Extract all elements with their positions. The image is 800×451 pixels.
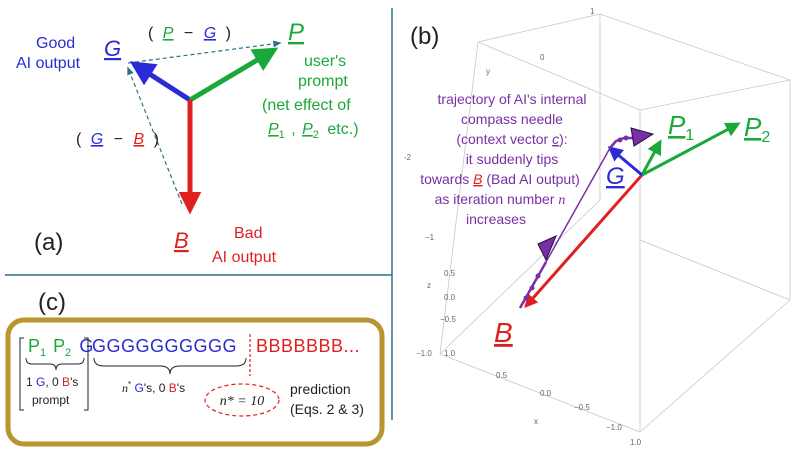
panel-a-label: (a)	[34, 229, 63, 256]
p2-symbol-3d: P2	[744, 112, 770, 146]
panel-b: 1 0 y -2 −1 z 0.5 0.0 −0.5 −1.0 1.0 0.5 …	[404, 7, 791, 447]
prompt-count-text: 1 G, 0 B's	[26, 375, 78, 389]
panel-c: (c) P1 P2 G GGGGGGGGGG BBBBBBB... 1 G, 0…	[5, 289, 385, 447]
g-vector-arrow	[129, 61, 192, 103]
g-minus-b-dashed-arrow	[127, 66, 183, 205]
annotation-line2: compass needle	[461, 111, 563, 127]
annotation-line1: trajectory of AI's internal	[438, 91, 587, 107]
prompt-bracket-right	[84, 337, 89, 411]
tick-neg2: -2	[404, 153, 412, 162]
nstar-value: n* = 10	[220, 394, 264, 409]
z-tick-n05: −0.5	[440, 315, 456, 324]
p1-symbol-3d: P1	[668, 110, 694, 144]
b-vector-3d-arrow	[524, 174, 644, 309]
sequence-frame	[5, 317, 385, 447]
prompt-label-line2: prompt	[298, 73, 348, 90]
plot-box-wireframe	[439, 13, 791, 433]
annotation-line3: (context vector c):	[456, 131, 567, 147]
context-vector-trajectory	[518, 127, 655, 309]
equations-label: (Eqs. 2 & 3)	[290, 401, 364, 417]
annotation-line6: as iteration number n	[435, 191, 566, 208]
x-tick-n05: −0.5	[574, 403, 590, 412]
axis-tick-labels: 1 0 y -2 −1 z 0.5 0.0 −0.5 −1.0 1.0 0.5 …	[404, 7, 642, 447]
p-minus-g-label: ( P − G )	[148, 25, 231, 42]
annotation-line5: towards B (Bad AI output)	[420, 171, 580, 187]
panel-b-label: (b)	[410, 23, 439, 50]
prompt-caption: prompt	[32, 393, 70, 407]
x-tick-n10: −1.0	[606, 423, 622, 432]
p2-vector-3d-arrow	[641, 122, 741, 177]
p1-vector-3d-arrow	[640, 139, 662, 176]
panel-a: Good AI output G ( P − G ) P user's prom…	[16, 19, 359, 266]
annotation-line4: it suddenly tips	[466, 151, 559, 167]
p-symbol: P	[288, 19, 304, 46]
annotation-line7: increases	[466, 211, 526, 227]
g-minus-b-label: ( G − B )	[76, 131, 159, 148]
b-symbol: B	[174, 228, 189, 253]
sequence-good-tokens: GGGGGGGGGG	[92, 336, 237, 356]
tick-top-1: 1	[590, 7, 595, 16]
sequence-bad-tokens: BBBBBBB...	[256, 336, 360, 356]
x-tick-0: 0.0	[540, 389, 552, 398]
tick-top-0: 0	[540, 53, 545, 62]
nstar-ellipse	[204, 383, 280, 417]
x-tick-10: 1.0	[444, 349, 456, 358]
x-tick-05: 0.5	[496, 371, 508, 380]
good-label-line2: AI output	[16, 55, 81, 72]
sequence-prompt-tokens: P1 P2 G	[28, 336, 93, 360]
z-tick-05: 0.5	[444, 269, 456, 278]
trajectory-arrowhead-upper	[630, 127, 655, 147]
trajectory-annotation: trajectory of AI's internal compass need…	[420, 91, 586, 227]
trajectory-arrowhead-lower	[537, 235, 557, 262]
prompt-underbrace	[25, 357, 85, 371]
bad-label-line2: AI output	[212, 249, 277, 266]
x-tick-end: 1.0	[630, 438, 642, 447]
b-symbol-3d: B	[494, 317, 513, 348]
z-tick-0: 0.0	[444, 293, 456, 302]
z-tick-n10: −1.0	[416, 349, 432, 358]
panel-c-label: (c)	[38, 289, 66, 316]
g-vector-3d-arrow	[607, 146, 643, 177]
g-symbol: G	[104, 36, 121, 61]
bad-label-line1: Bad	[234, 225, 262, 242]
prediction-label: prediction	[290, 381, 351, 397]
good-label-line1: Good	[36, 35, 75, 52]
tick-neg1: −1	[425, 233, 435, 242]
good-count-text: n* G's, 0 B's	[122, 380, 185, 395]
g-symbol-3d: G	[606, 163, 625, 190]
prompt-bracket	[19, 337, 24, 411]
p-vector-arrow	[188, 47, 279, 103]
good-underbrace	[93, 357, 247, 375]
x-axis-label: x	[534, 417, 538, 426]
prompt-label-line4: P1 , P2 etc.)	[268, 121, 359, 142]
prompt-label-line3: (net effect of	[262, 97, 351, 114]
prompt-label-line1: user's	[304, 53, 346, 70]
z-axis-label: z	[427, 281, 431, 290]
p-minus-g-dashed-arrow	[127, 40, 282, 64]
y-axis-label: y	[486, 67, 490, 76]
